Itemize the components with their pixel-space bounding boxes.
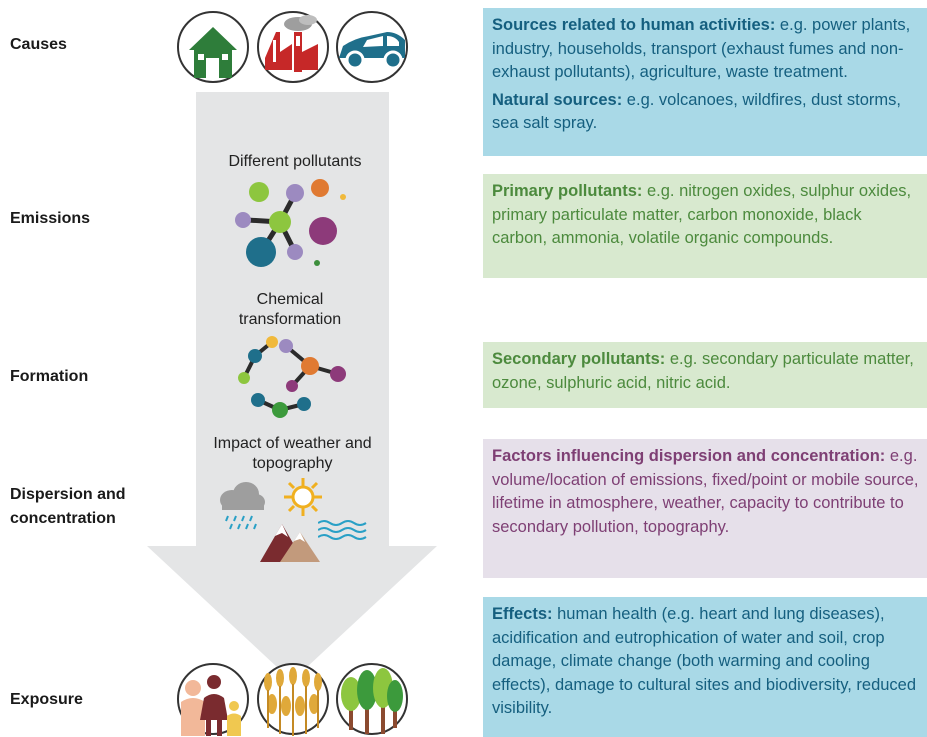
natural-sources-text: e.g. volcanoes, wildfires, dust storms, … [492, 90, 901, 133]
dispersion-factors-text: e.g. volume/location of emissions, fixed… [492, 447, 919, 536]
trees-icon [336, 663, 408, 735]
stage-label-exposure: Exposure [10, 691, 83, 708]
people-icon [177, 663, 249, 736]
step-title-pollutants: Different pollutants [228, 153, 362, 170]
effects-text: human health (e.g. heart and lung diseas… [492, 605, 917, 717]
step-title-weather: Impact of weather and topography [213, 435, 372, 472]
primary-pollutants-text: e.g. nitrogen oxides, sulphur oxides, pr… [492, 182, 912, 247]
house-icon [177, 11, 249, 83]
human-sources-text: e.g. power plants, industry, households,… [492, 16, 911, 81]
car-icon [336, 11, 408, 83]
natural-sources-label: Natural sources: [492, 90, 623, 109]
secondary-pollutants-text: e.g. secondary particulate matter, ozone… [492, 350, 914, 392]
secondary-pollutants-box: Secondary pollutants: e.g. secondary par… [483, 342, 927, 408]
dispersion-factors-box: Factors influencing dispersion and conce… [483, 439, 927, 578]
effects-label: Effects: [492, 605, 553, 623]
sources-box: Sources related to human activities: e.g… [483, 8, 927, 156]
factory-icon [257, 11, 329, 83]
sun-icon [284, 478, 322, 516]
wind-waves-icon [318, 520, 367, 540]
human-sources-label: Sources related to human activities: [492, 16, 776, 34]
mountains-icon [260, 524, 320, 562]
wheat-icon [257, 663, 329, 736]
pollutant-molecules-icon [235, 179, 346, 267]
primary-pollutants-box: Primary pollutants: e.g. nitrogen oxides… [483, 174, 927, 278]
dispersion-factors-label: Factors influencing dispersion and conce… [492, 447, 886, 465]
primary-pollutants-label: Primary pollutants: [492, 182, 643, 200]
secondary-pollutants-label: Secondary pollutants: [492, 350, 666, 368]
chemical-transformation-icon [238, 336, 346, 418]
stage-label-formation: Formation [10, 368, 89, 385]
step-title-chemical: Chemical transformation [238, 291, 342, 328]
stage-label-dispersion: Dispersion and concentration [10, 486, 126, 527]
stage-label-causes: Causes [10, 36, 67, 53]
effects-box: Effects: human health (e.g. heart and lu… [483, 597, 927, 737]
rain-cloud-icon [220, 482, 265, 530]
stage-label-emissions: Emissions [10, 210, 91, 227]
